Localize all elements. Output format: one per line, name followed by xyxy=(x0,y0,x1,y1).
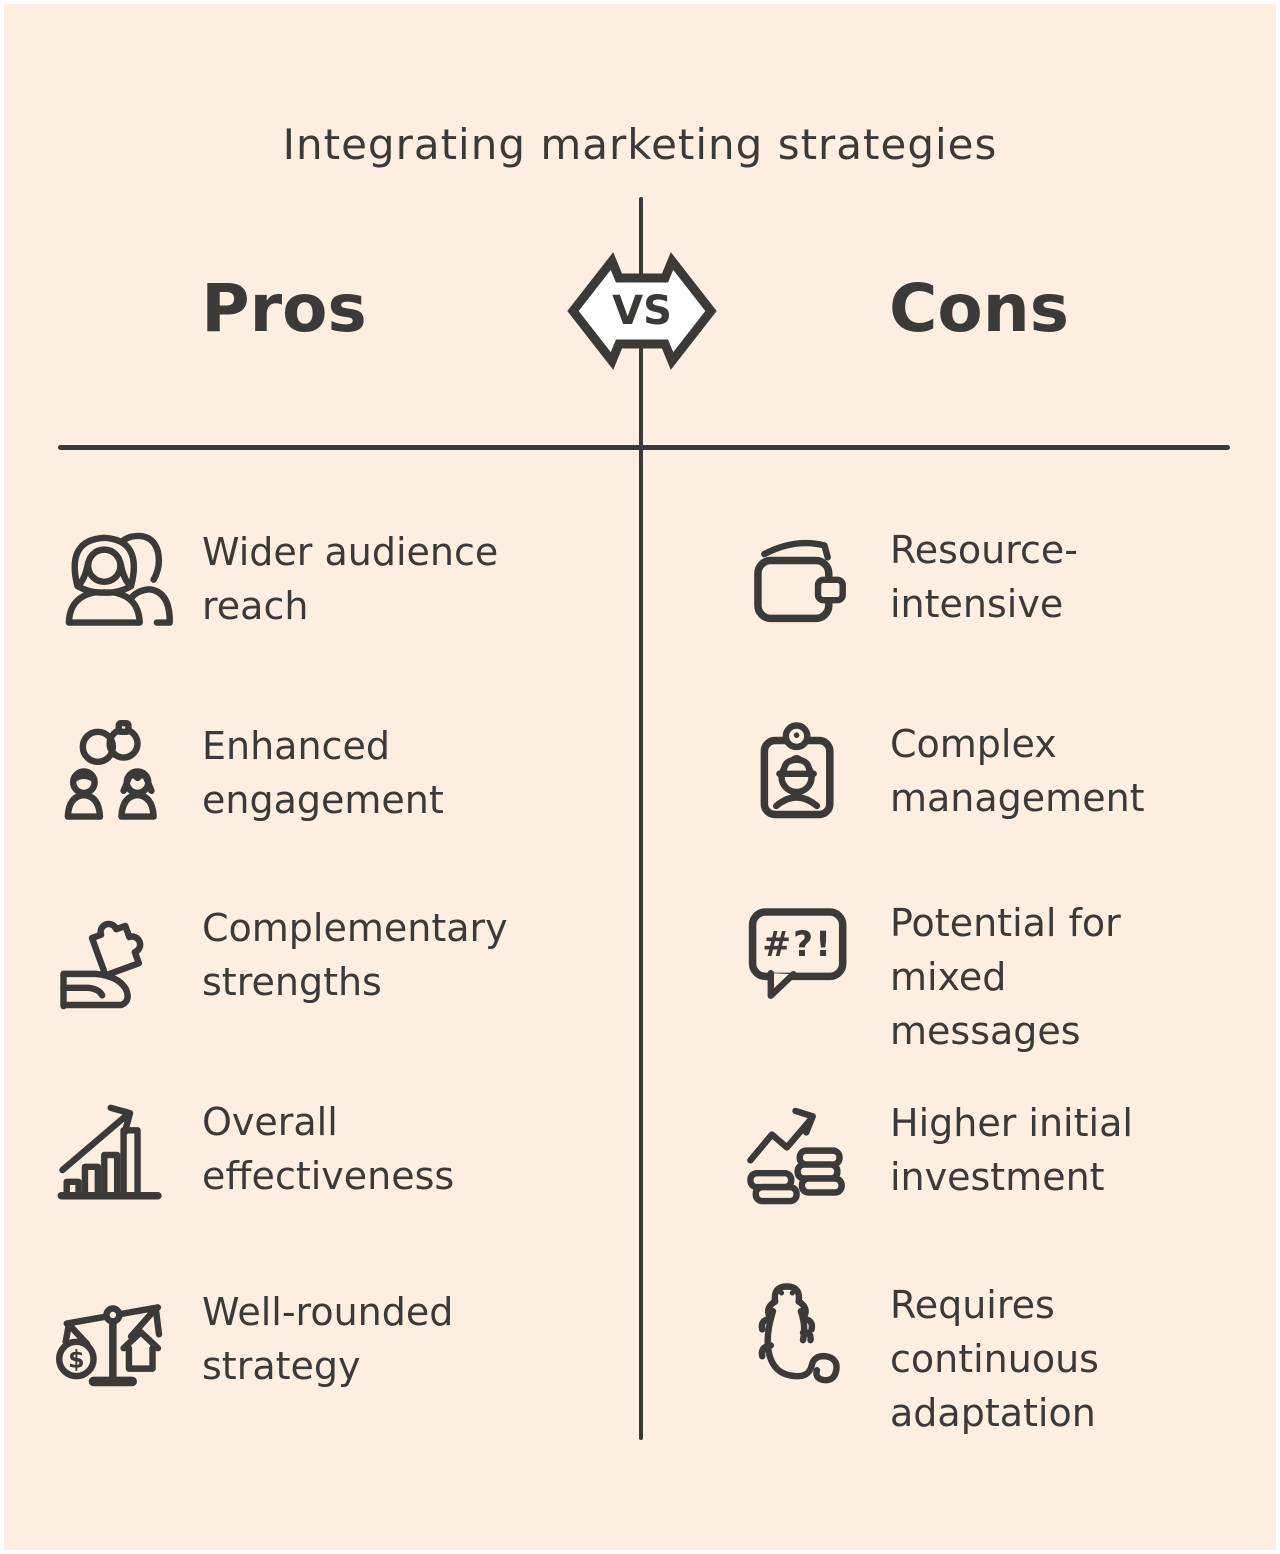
puzzle-hand-icon xyxy=(56,902,174,1020)
cons-item-label: Complex management xyxy=(890,722,1145,820)
audience-icon xyxy=(56,526,174,644)
pros-item-engagement: Enhanced engagement xyxy=(56,720,444,838)
pros-item-wider-audience: Wider audience reach xyxy=(56,526,498,644)
wallet-icon xyxy=(744,524,862,642)
pros-item-label: Well-rounded strategy xyxy=(202,1290,454,1388)
pros-item-effectiveness: Overall effectiveness xyxy=(56,1096,454,1214)
cons-item-label: Potential for mixed messages xyxy=(890,901,1121,1053)
infographic-canvas: Integrating marketing strategies Pros Co… xyxy=(4,4,1276,1550)
engagement-icon xyxy=(56,720,174,838)
cons-item-resource: Resource- intensive xyxy=(744,524,1078,642)
investment-coins-icon xyxy=(744,1097,862,1215)
pros-item-label: Complementary strengths xyxy=(202,906,508,1004)
pros-item-label: Enhanced engagement xyxy=(202,724,444,822)
speech-bubble-icon: #?! xyxy=(744,897,862,1015)
dollar-sign: $ xyxy=(68,1346,84,1374)
badge-person-icon xyxy=(744,718,862,836)
cons-item-mixed-messages: #?! Potential for mixed messages xyxy=(744,897,1121,1059)
vs-label: VS xyxy=(612,288,672,334)
vs-arrow-badge xyxy=(566,251,718,371)
pros-heading: Pros xyxy=(201,270,367,347)
pros-item-complementary: Complementary strengths xyxy=(56,902,508,1020)
growth-chart-icon xyxy=(56,1096,174,1214)
pros-item-label: Wider audience reach xyxy=(202,530,499,628)
cons-item-label: Requires continuous adaptation xyxy=(890,1283,1099,1435)
bubble-symbols: #?! xyxy=(762,925,833,965)
cons-item-adaptation: Requires continuous adaptation xyxy=(744,1279,1099,1441)
vertical-divider xyxy=(639,197,643,1440)
chameleon-icon xyxy=(744,1279,862,1397)
pros-item-label: Overall effectiveness xyxy=(202,1100,455,1198)
cons-item-label: Resource- intensive xyxy=(890,528,1078,626)
cons-item-management: Complex management xyxy=(744,718,1145,836)
horizontal-divider xyxy=(58,445,1230,450)
page-title: Integrating marketing strategies xyxy=(282,120,998,169)
cons-item-investment: Higher initial investment xyxy=(744,1097,1133,1215)
balance-scale-icon: $ xyxy=(56,1286,174,1404)
cons-heading: Cons xyxy=(888,270,1070,347)
double-arrow-icon xyxy=(567,252,717,370)
cons-item-label: Higher initial investment xyxy=(890,1101,1133,1199)
pros-item-well-rounded: $ Well-rounded strategy xyxy=(56,1286,453,1404)
